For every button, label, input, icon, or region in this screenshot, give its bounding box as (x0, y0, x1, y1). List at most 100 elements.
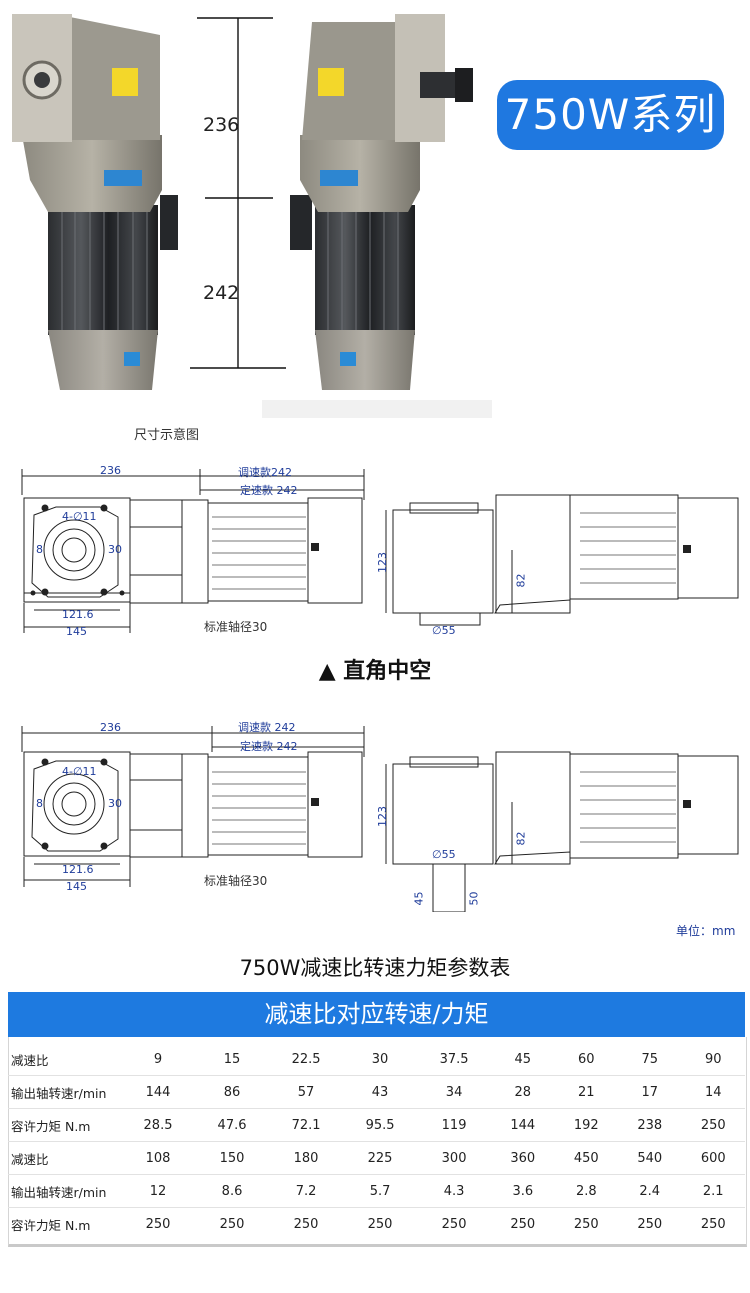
drawing2-shaft-len-b: 50 (467, 891, 481, 906)
table-cell: 30 (343, 1043, 418, 1076)
table-cell: 43 (343, 1075, 418, 1109)
table-cell: 250 (367, 1216, 393, 1232)
table-cell: 150 (195, 1141, 270, 1175)
table-cell: 12 (121, 1174, 196, 1208)
drawing2-bore: ∅55 (432, 848, 456, 861)
drawing2-side-offset: 82 (514, 831, 528, 846)
drawing2-speed-adjust: 调速款 242 (238, 721, 296, 734)
drawing2-side-height: 123 (376, 806, 389, 827)
table-cell: 5.7 (343, 1174, 418, 1208)
table-cell: 144 (491, 1108, 555, 1142)
table-cell: 250 (510, 1216, 536, 1232)
drawing2-shaft-note: 标准轴径30 (204, 874, 268, 888)
section-title: ▲ 直角中空 (318, 659, 432, 684)
table-cell: 250 (700, 1216, 726, 1232)
drawing2-flange: 145 (66, 880, 87, 893)
table-banner: 减速比对应转速/力矩 (8, 992, 745, 1037)
table-cell: 238 (618, 1108, 682, 1142)
row-label: 减速比 (8, 1141, 121, 1175)
table-cell: 2.4 (618, 1174, 682, 1208)
photo-caption: 尺寸示意图 (134, 428, 200, 443)
table-cell: 28.5 (121, 1108, 196, 1142)
drawing1-bolt: 4-∅11 (62, 510, 97, 523)
drawing1-key: 8 (36, 543, 43, 556)
table-cell: 17 (618, 1075, 682, 1109)
drawing2-shaft-height: 30 (108, 797, 122, 810)
table-cell: 8.6 (195, 1174, 270, 1208)
row-label: 输出轴转速r/min (8, 1174, 121, 1208)
table-cell: 34 (417, 1075, 492, 1109)
row-label: 减速比 (8, 1043, 121, 1076)
drawing1-flange: 145 (66, 625, 87, 638)
drawing2-bolt: 4-∅11 (62, 765, 97, 778)
table-cell: 250 (637, 1216, 663, 1232)
table-cell: 540 (618, 1141, 682, 1175)
table-cell: 22.5 (269, 1043, 344, 1076)
table-cell: 108 (121, 1141, 196, 1175)
table-cell: 72.1 (269, 1108, 344, 1142)
unit-note: 单位：mm (676, 924, 736, 938)
dimension-lines (190, 17, 286, 369)
table-cell: 4.3 (417, 1174, 492, 1208)
drawing2-pcd: 121.6 (62, 863, 94, 876)
table-cell: 47.6 (195, 1108, 270, 1142)
series-badge: 750W系列 (497, 80, 724, 150)
table-cell: 57 (269, 1075, 344, 1109)
drawing2-overall: 236 (100, 721, 121, 734)
drawing1-speed-adjust: 调速款242 (238, 466, 292, 479)
table-cell: 21 (554, 1075, 619, 1109)
table-cell: 180 (269, 1141, 344, 1175)
drawing2-speed-fixed: 定速款 242 (240, 740, 298, 753)
motor-photo-back (290, 14, 473, 390)
table-cell: 95.5 (343, 1108, 418, 1142)
table-cell: 192 (554, 1108, 619, 1142)
table-title: 750W减速比转速力矩参数表 (239, 956, 511, 980)
table-cell: 250 (293, 1216, 319, 1232)
motor-photos (12, 14, 492, 418)
photo-dimension-top: 236 (203, 114, 240, 136)
row-label: 输出轴转速r/min (8, 1075, 121, 1109)
table-cell: 360 (491, 1141, 555, 1175)
table-cell: 7.2 (269, 1174, 344, 1208)
table-cell: 300 (417, 1141, 492, 1175)
table-cell: 37.5 (417, 1043, 492, 1076)
table-cell: 90 (681, 1043, 745, 1076)
table-cell: 86 (195, 1075, 270, 1109)
table-cell: 9 (121, 1043, 196, 1076)
drawing1-shaft-note: 标准轴径30 (204, 620, 268, 634)
drawing-hollow (21, 726, 739, 912)
table-cell: 75 (618, 1043, 682, 1076)
drawing1-shaft-height: 30 (108, 543, 122, 556)
table-cell: 450 (554, 1141, 619, 1175)
drawing2-shaft-len-a: 45 (412, 891, 426, 906)
drawing1-side-offset: 82 (514, 573, 528, 588)
table-cell: 250 (441, 1216, 467, 1232)
table-cell: 28 (491, 1075, 555, 1109)
table-cell: 119 (417, 1108, 492, 1142)
table-cell: 250 (573, 1216, 599, 1232)
table-cell: 15 (195, 1043, 270, 1076)
table-cell: 2.1 (681, 1174, 745, 1208)
drawing-standard (21, 469, 739, 633)
table-cell: 45 (491, 1043, 555, 1076)
table-cell: 3.6 (491, 1174, 555, 1208)
table-cell: 14 (681, 1075, 745, 1109)
drawing1-pcd: 121.6 (62, 608, 94, 621)
drawing2-key: 8 (36, 797, 43, 810)
drawing1-speed-fixed: 定速款 242 (240, 484, 298, 497)
table-cell: 600 (681, 1141, 745, 1175)
photo-dimension-bottom: 242 (203, 282, 240, 304)
row-label: 容许力矩 N.m (11, 1217, 91, 1233)
table-cell: 225 (343, 1141, 418, 1175)
drawing1-bore: ∅55 (432, 624, 456, 637)
drawing1-side-height: 123 (376, 552, 389, 573)
table-cell: 60 (554, 1043, 619, 1076)
motor-photo-front (12, 14, 178, 390)
table-cell: 144 (121, 1075, 196, 1109)
